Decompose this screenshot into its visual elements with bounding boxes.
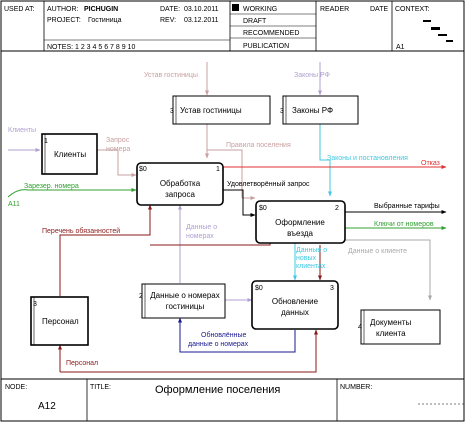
context-label: CONTEXT:: [395, 6, 430, 13]
svg-text:Документы: Документы: [370, 318, 411, 327]
svg-text:3: 3: [330, 285, 334, 292]
label-zakony-top: Законы РФ: [294, 72, 330, 79]
label-klyuchi: Ключи от номеров: [374, 221, 434, 228]
svg-text:Обновление: Обновление: [272, 297, 319, 306]
arrow-obnovl-dannye[interactable]: [178, 317, 296, 353]
label-klienty: Клиенты: [8, 127, 36, 134]
status-working: WORKING: [243, 6, 277, 13]
label-dannye-o-2: номерах: [186, 233, 214, 240]
label-zapros-2: номера: [106, 146, 130, 153]
svg-text:Клиенты: Клиенты: [54, 150, 86, 159]
node-label: NODE:: [5, 384, 27, 391]
arrow-pravila-branch[interactable]: [207, 149, 243, 198]
svg-text:$0: $0: [255, 285, 263, 292]
arrow-udovl-zapros[interactable]: [223, 189, 256, 217]
svg-text:данных: данных: [281, 308, 309, 317]
svg-text:Оформление: Оформление: [275, 218, 325, 227]
status-publication: PUBLICATION: [243, 43, 289, 50]
svg-text:Устав гостиницы: Устав гостиницы: [180, 106, 242, 115]
label-zapros-1: Запрос: [106, 137, 130, 144]
label-pravila: Правила поселения: [226, 142, 291, 149]
box-oformlenie[interactable]: $0 2 Оформление въезда: [255, 200, 346, 244]
svg-text:3: 3: [33, 301, 37, 308]
arrow-personal-obnovlenie[interactable]: [60, 329, 318, 373]
svg-text:Персонал: Персонал: [42, 317, 79, 326]
svg-text:1: 1: [44, 138, 48, 145]
label-vybrannye: Выбранные тарифы: [374, 202, 440, 210]
svg-text:3: 3: [280, 108, 284, 115]
project-value: Гостиница: [88, 17, 122, 24]
label-obnovl-1: Обновлённые: [201, 331, 247, 339]
svg-text:$0: $0: [139, 166, 147, 173]
box-dokumenty[interactable]: 4 Документы клиента: [358, 309, 441, 345]
label-ustav-top: Устав гостиницы: [144, 72, 198, 79]
arrow-zapros-nomera[interactable]: [97, 149, 137, 177]
svg-text:3: 3: [170, 108, 174, 115]
rev-value: 03.12.2011: [184, 17, 219, 24]
svg-text:клиента: клиента: [376, 329, 406, 338]
label-novye-2: новых: [296, 255, 317, 262]
status-recommended: RECOMMENDED: [243, 30, 299, 37]
reader-date-label: DATE: [370, 6, 388, 13]
svg-text:запроса: запроса: [165, 190, 195, 199]
svg-text:2: 2: [139, 293, 143, 300]
node-value: A12: [38, 401, 56, 412]
box-klienty[interactable]: 1 Клиенты: [41, 133, 98, 175]
date-value: 03.10.2011: [184, 6, 219, 13]
label-novye-1: Данные о: [296, 247, 327, 254]
box-dannye-nomera[interactable]: 2 Данные о номерах гостиницы: [139, 283, 226, 319]
number-label: NUMBER:: [340, 384, 372, 391]
label-a11: A11: [8, 201, 20, 208]
author-label: AUTHOR:: [47, 6, 79, 13]
box-ustav[interactable]: 3 Устав гостиницы: [170, 95, 271, 125]
label-dannye-klient: Данные о клиенте: [348, 248, 407, 255]
svg-text:1: 1: [216, 166, 220, 173]
box-obnovlenie[interactable]: $0 3 Обновление данных: [251, 280, 339, 330]
label-dannye-o-1: Данные о: [186, 224, 217, 231]
svg-text:Обработка: Обработка: [160, 179, 201, 188]
svg-text:въезда: въезда: [287, 229, 313, 238]
status-draft: DRAFT: [243, 18, 267, 25]
diagram-title: Оформление поселения: [155, 384, 280, 396]
box-personal[interactable]: 3 Персонал: [30, 296, 89, 346]
used-at-label: USED AT:: [4, 6, 35, 13]
reader-label: READER: [320, 6, 349, 13]
label-zakony-post: Законы и постановления: [327, 155, 408, 162]
svg-text:Законы РФ: Законы РФ: [292, 106, 333, 115]
author-value: PICHUGIN: [84, 6, 118, 13]
svg-text:гостиницы: гостиницы: [166, 302, 205, 311]
context-thumbnail: [423, 20, 453, 42]
arrow-perechen[interactable]: [59, 204, 152, 296]
label-otkaz: Отказ: [421, 160, 440, 167]
title-label: TITLE:: [90, 384, 111, 391]
arrow-zarezer-nomera[interactable]: [7, 188, 137, 198]
svg-text:$0: $0: [259, 205, 267, 212]
date-label: DATE:: [160, 6, 180, 13]
label-novye-3: клиентах: [296, 263, 326, 270]
rev-label: REV:: [160, 17, 176, 24]
diagram-frame: [0, 50, 465, 380]
svg-text:2: 2: [335, 205, 339, 212]
label-zarezer: Зарезер. номера: [24, 183, 79, 190]
arrow-dannye-klient[interactable]: [345, 239, 432, 301]
svg-text:4: 4: [358, 324, 362, 331]
arrow-zakony-postanovleniya[interactable]: [319, 124, 332, 197]
box-zakony[interactable]: 3 Законы РФ: [280, 95, 359, 125]
svg-text:Данные о номерах: Данные о номерах: [150, 291, 220, 300]
label-udovl: Удовлетворённый запрос: [227, 180, 310, 188]
context-node: A1: [396, 44, 405, 51]
label-perechen: Перечень обязанностей: [42, 227, 120, 235]
label-personal: Персонал: [66, 360, 98, 367]
notes-line: NOTES: 1 2 3 4 5 6 7 8 9 10: [47, 44, 135, 51]
label-obnovl-2: данные о номерах: [188, 341, 249, 348]
project-label: PROJECT:: [47, 17, 81, 24]
box-obrabotka[interactable]: $0 1 Обработка запроса: [136, 162, 224, 206]
